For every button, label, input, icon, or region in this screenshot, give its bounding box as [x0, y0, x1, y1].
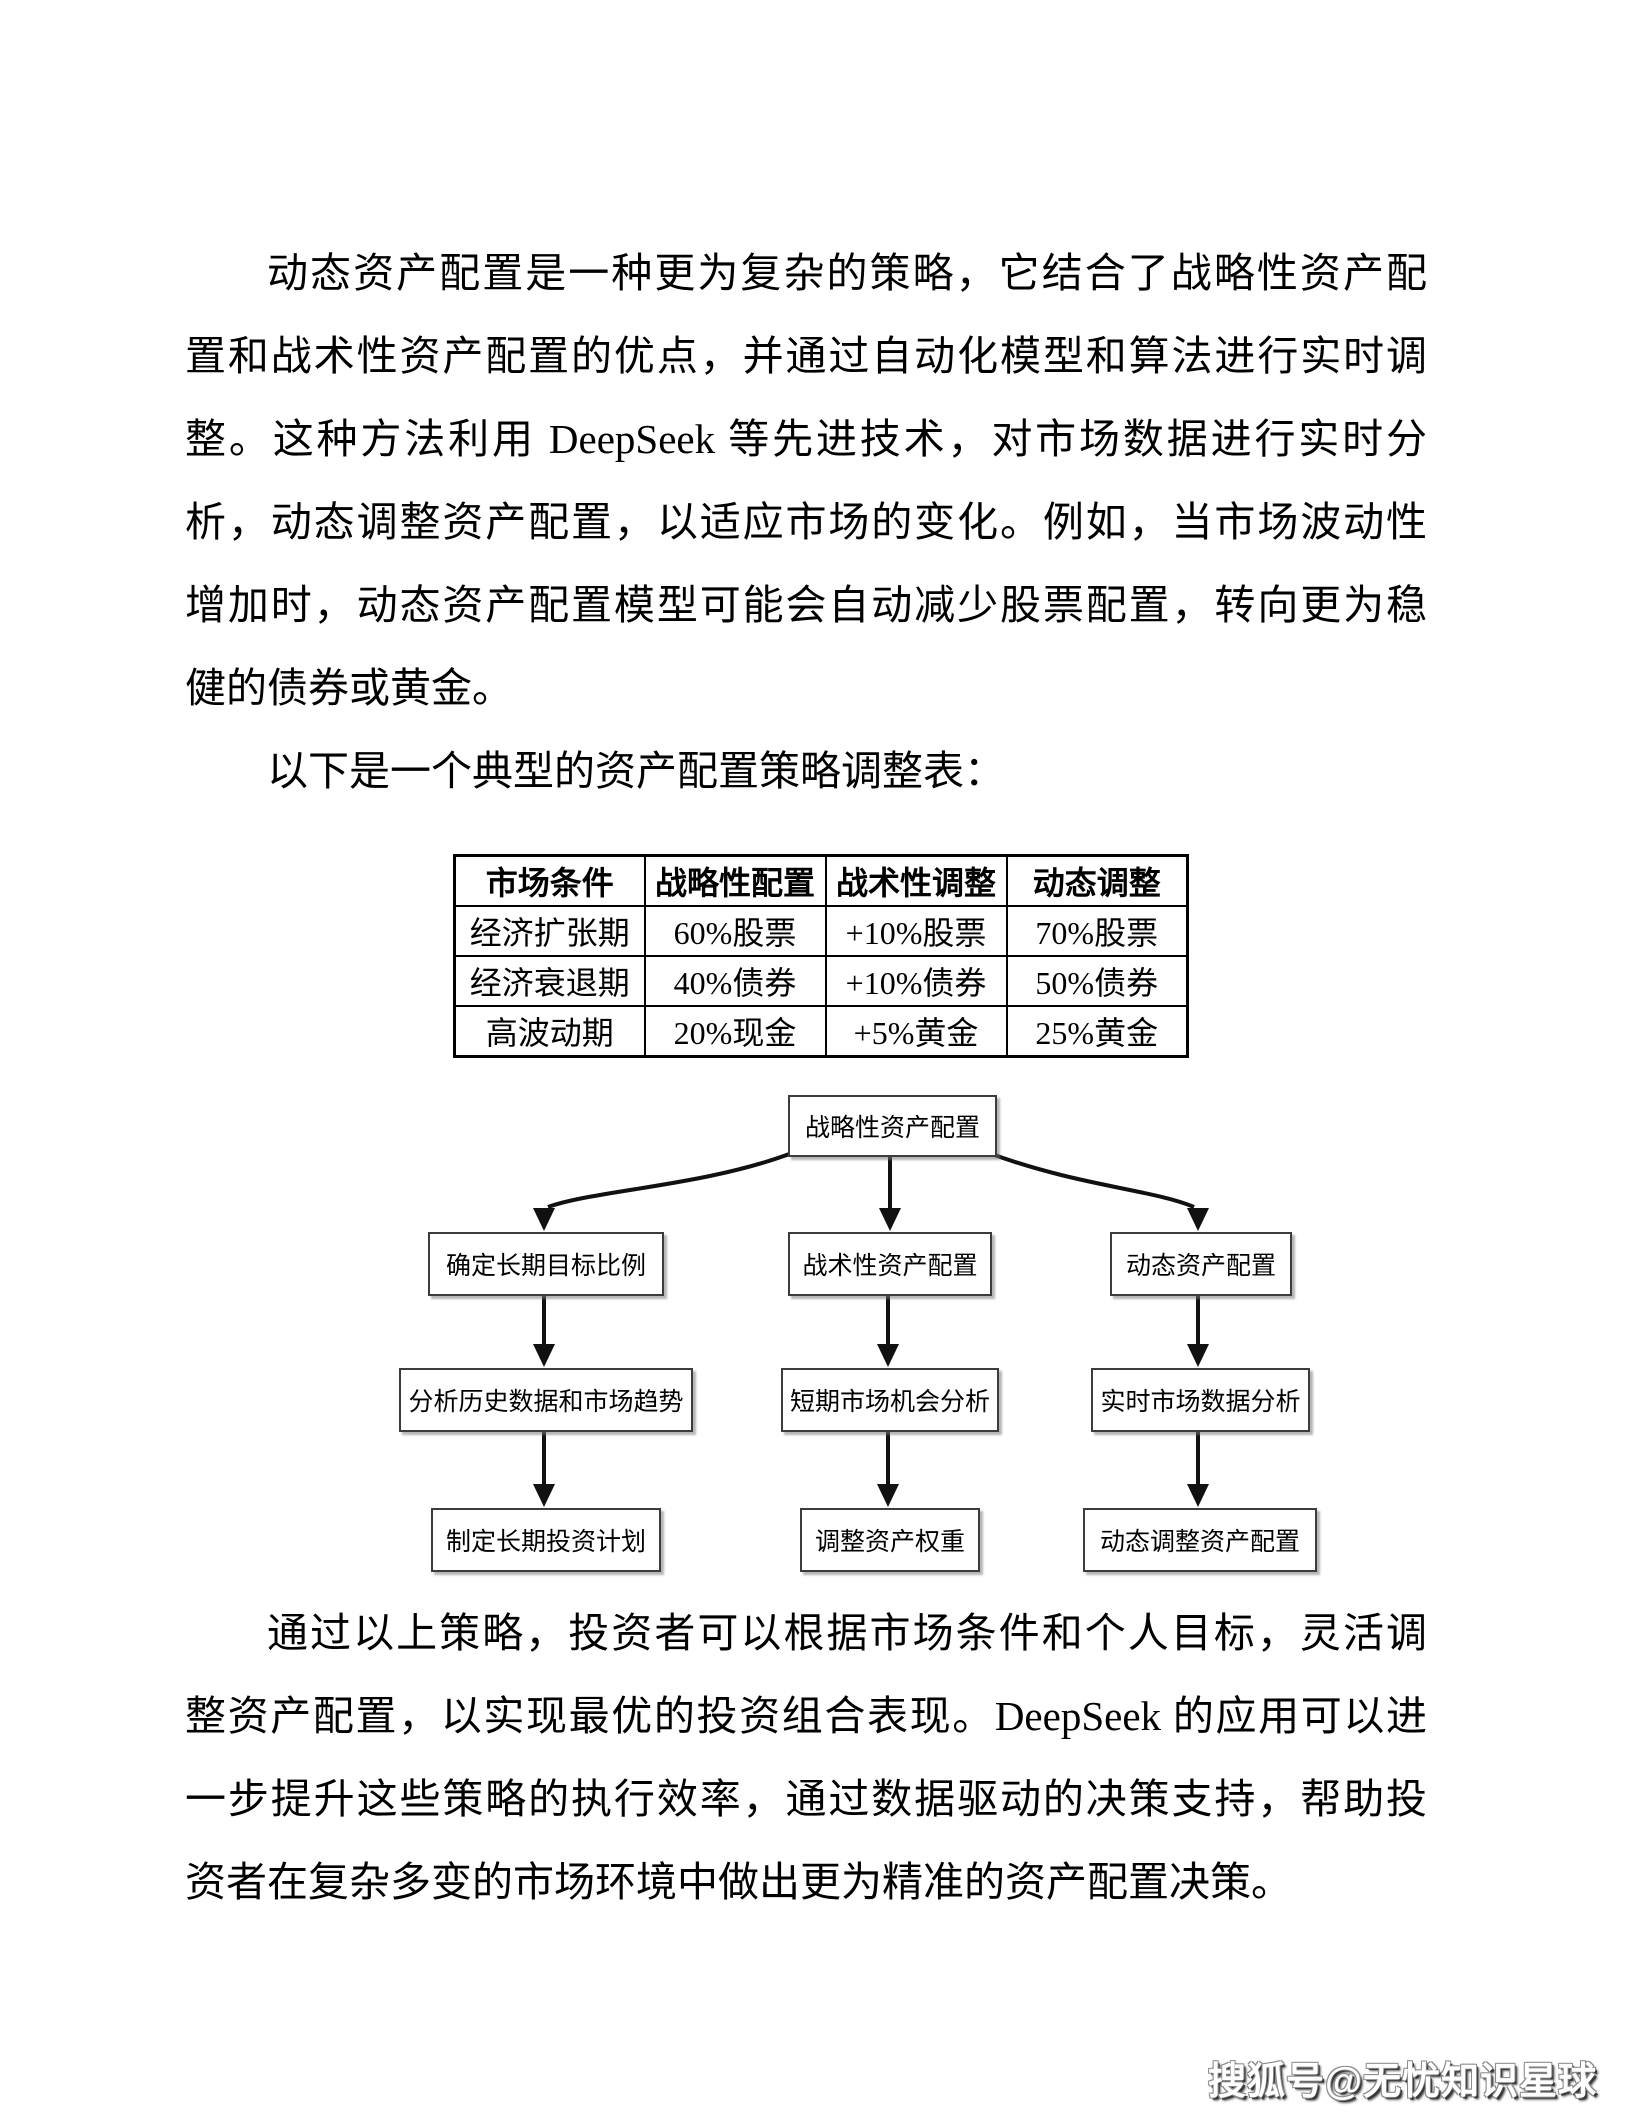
table-cell: 50%债券 [1005, 955, 1189, 1007]
table-row: 经济衰退期 40%债券 +10%债券 50%债券 [453, 955, 1189, 1007]
table-intro-line: 以下是一个典型的资产配置策略调整表： [267, 748, 1005, 794]
paragraph-2: 通过以上策略，投资者可以根据市场条件和个人目标，灵活调 整资产配置，以实现最优的… [185, 1592, 1427, 1924]
table-cell: +10%股票 [824, 905, 1008, 957]
arrowhead-icon [533, 1208, 555, 1231]
table-cell: 60%股票 [643, 905, 827, 957]
paragraph-2-line: 一步提升这些策略的执行效率，通过数据驱动的决策支持，帮助投 [185, 1776, 1427, 1822]
arrowhead-icon [1187, 1484, 1209, 1507]
table-row: 高波动期 20%现金 +5%黄金 25%黄金 [453, 1005, 1189, 1058]
table-cell: 经济衰退期 [453, 955, 646, 1007]
table-cell: 20%现金 [643, 1005, 827, 1058]
arrowhead-icon [1187, 1208, 1209, 1231]
table-header-cell: 市场条件 [453, 854, 646, 907]
flowchart-box-col1-step1: 确定长期目标比例 [428, 1232, 664, 1296]
flowchart-box-col1-step2: 分析历史数据和市场趋势 [399, 1368, 693, 1432]
paragraph-2-line: 整资产配置，以实现最优的投资组合表现。DeepSeek 的应用可以进 [185, 1693, 1427, 1739]
flowchart-box-col2-step1: 战术性资产配置 [788, 1232, 992, 1296]
table-cell: 40%债券 [643, 955, 827, 1007]
flowchart-box-col2-step3: 调整资产权重 [800, 1508, 980, 1572]
arrow-root-to-col1 [547, 1151, 793, 1209]
paragraph-1-line: 增加时，动态资产配置模型可能会自动减少股票配置，转向更为稳 [185, 582, 1427, 628]
paragraph-1-line: 动态资产配置是一种更为复杂的策略，它结合了战略性资产配 [267, 250, 1427, 296]
table-cell: 经济扩张期 [453, 905, 646, 957]
table-row: 经济扩张期 60%股票 +10%股票 70%股票 [453, 905, 1189, 957]
table-header-cell: 动态调整 [1005, 854, 1189, 907]
table-cell: 70%股票 [1005, 905, 1189, 957]
arrowhead-icon [877, 1484, 899, 1507]
paragraph-2-line: 资者在复杂多变的市场环境中做出更为精准的资产配置决策。 [185, 1859, 1292, 1905]
paragraph-2-line: 通过以上策略，投资者可以根据市场条件和个人目标，灵活调 [267, 1610, 1427, 1656]
table-header-cell: 战术性调整 [824, 854, 1008, 907]
paragraph-1-line: 析，动态调整资产配置，以适应市场的变化。例如，当市场波动性 [185, 499, 1427, 545]
arrowhead-icon [1187, 1344, 1209, 1367]
flowchart-box-col1-step3: 制定长期投资计划 [431, 1508, 661, 1572]
arrowhead-icon [877, 1344, 899, 1367]
watermark: 搜狐号@无忧知识星球 [1207, 2061, 1597, 2103]
table-header-row: 市场条件 战略性配置 战术性调整 动态调整 [453, 854, 1189, 907]
table-header-cell: 战略性配置 [643, 854, 827, 907]
table-intro: 以下是一个典型的资产配置策略调整表： [185, 730, 1427, 813]
table-cell: +5%黄金 [824, 1005, 1008, 1058]
table-cell: 高波动期 [453, 1005, 646, 1058]
flowchart-box-root: 战略性资产配置 [788, 1095, 997, 1157]
arrowhead-icon [879, 1208, 901, 1231]
flowchart-box-col3-step2: 实时市场数据分析 [1091, 1368, 1310, 1432]
flowchart-box-col3-step1: 动态资产配置 [1110, 1232, 1292, 1296]
arrowhead-icon [533, 1484, 555, 1507]
flowchart-connectors [533, 1151, 1209, 1507]
flowchart-box-col3-step3: 动态调整资产配置 [1083, 1508, 1317, 1572]
table-cell: +10%债券 [824, 955, 1008, 1007]
paragraph-1: 动态资产配置是一种更为复杂的策略，它结合了战略性资产配 置和战术性资产配置的优点… [185, 232, 1427, 730]
arrowhead-icon [533, 1344, 555, 1367]
paragraph-1-line: 整。这种方法利用 DeepSeek 等先进技术，对市场数据进行实时分 [185, 416, 1427, 462]
flowchart-box-col2-step2: 短期市场机会分析 [781, 1368, 999, 1432]
arrow-root-to-col3 [988, 1151, 1195, 1209]
paragraph-1-line: 置和战术性资产配置的优点，并通过自动化模型和算法进行实时调 [185, 333, 1427, 379]
paragraph-1-line: 健的债券或黄金。 [185, 665, 513, 711]
asset-allocation-table: 市场条件 战略性配置 战术性调整 动态调整 经济扩张期 60%股票 +10%股票… [453, 854, 1189, 1058]
table-cell: 25%黄金 [1005, 1005, 1189, 1058]
